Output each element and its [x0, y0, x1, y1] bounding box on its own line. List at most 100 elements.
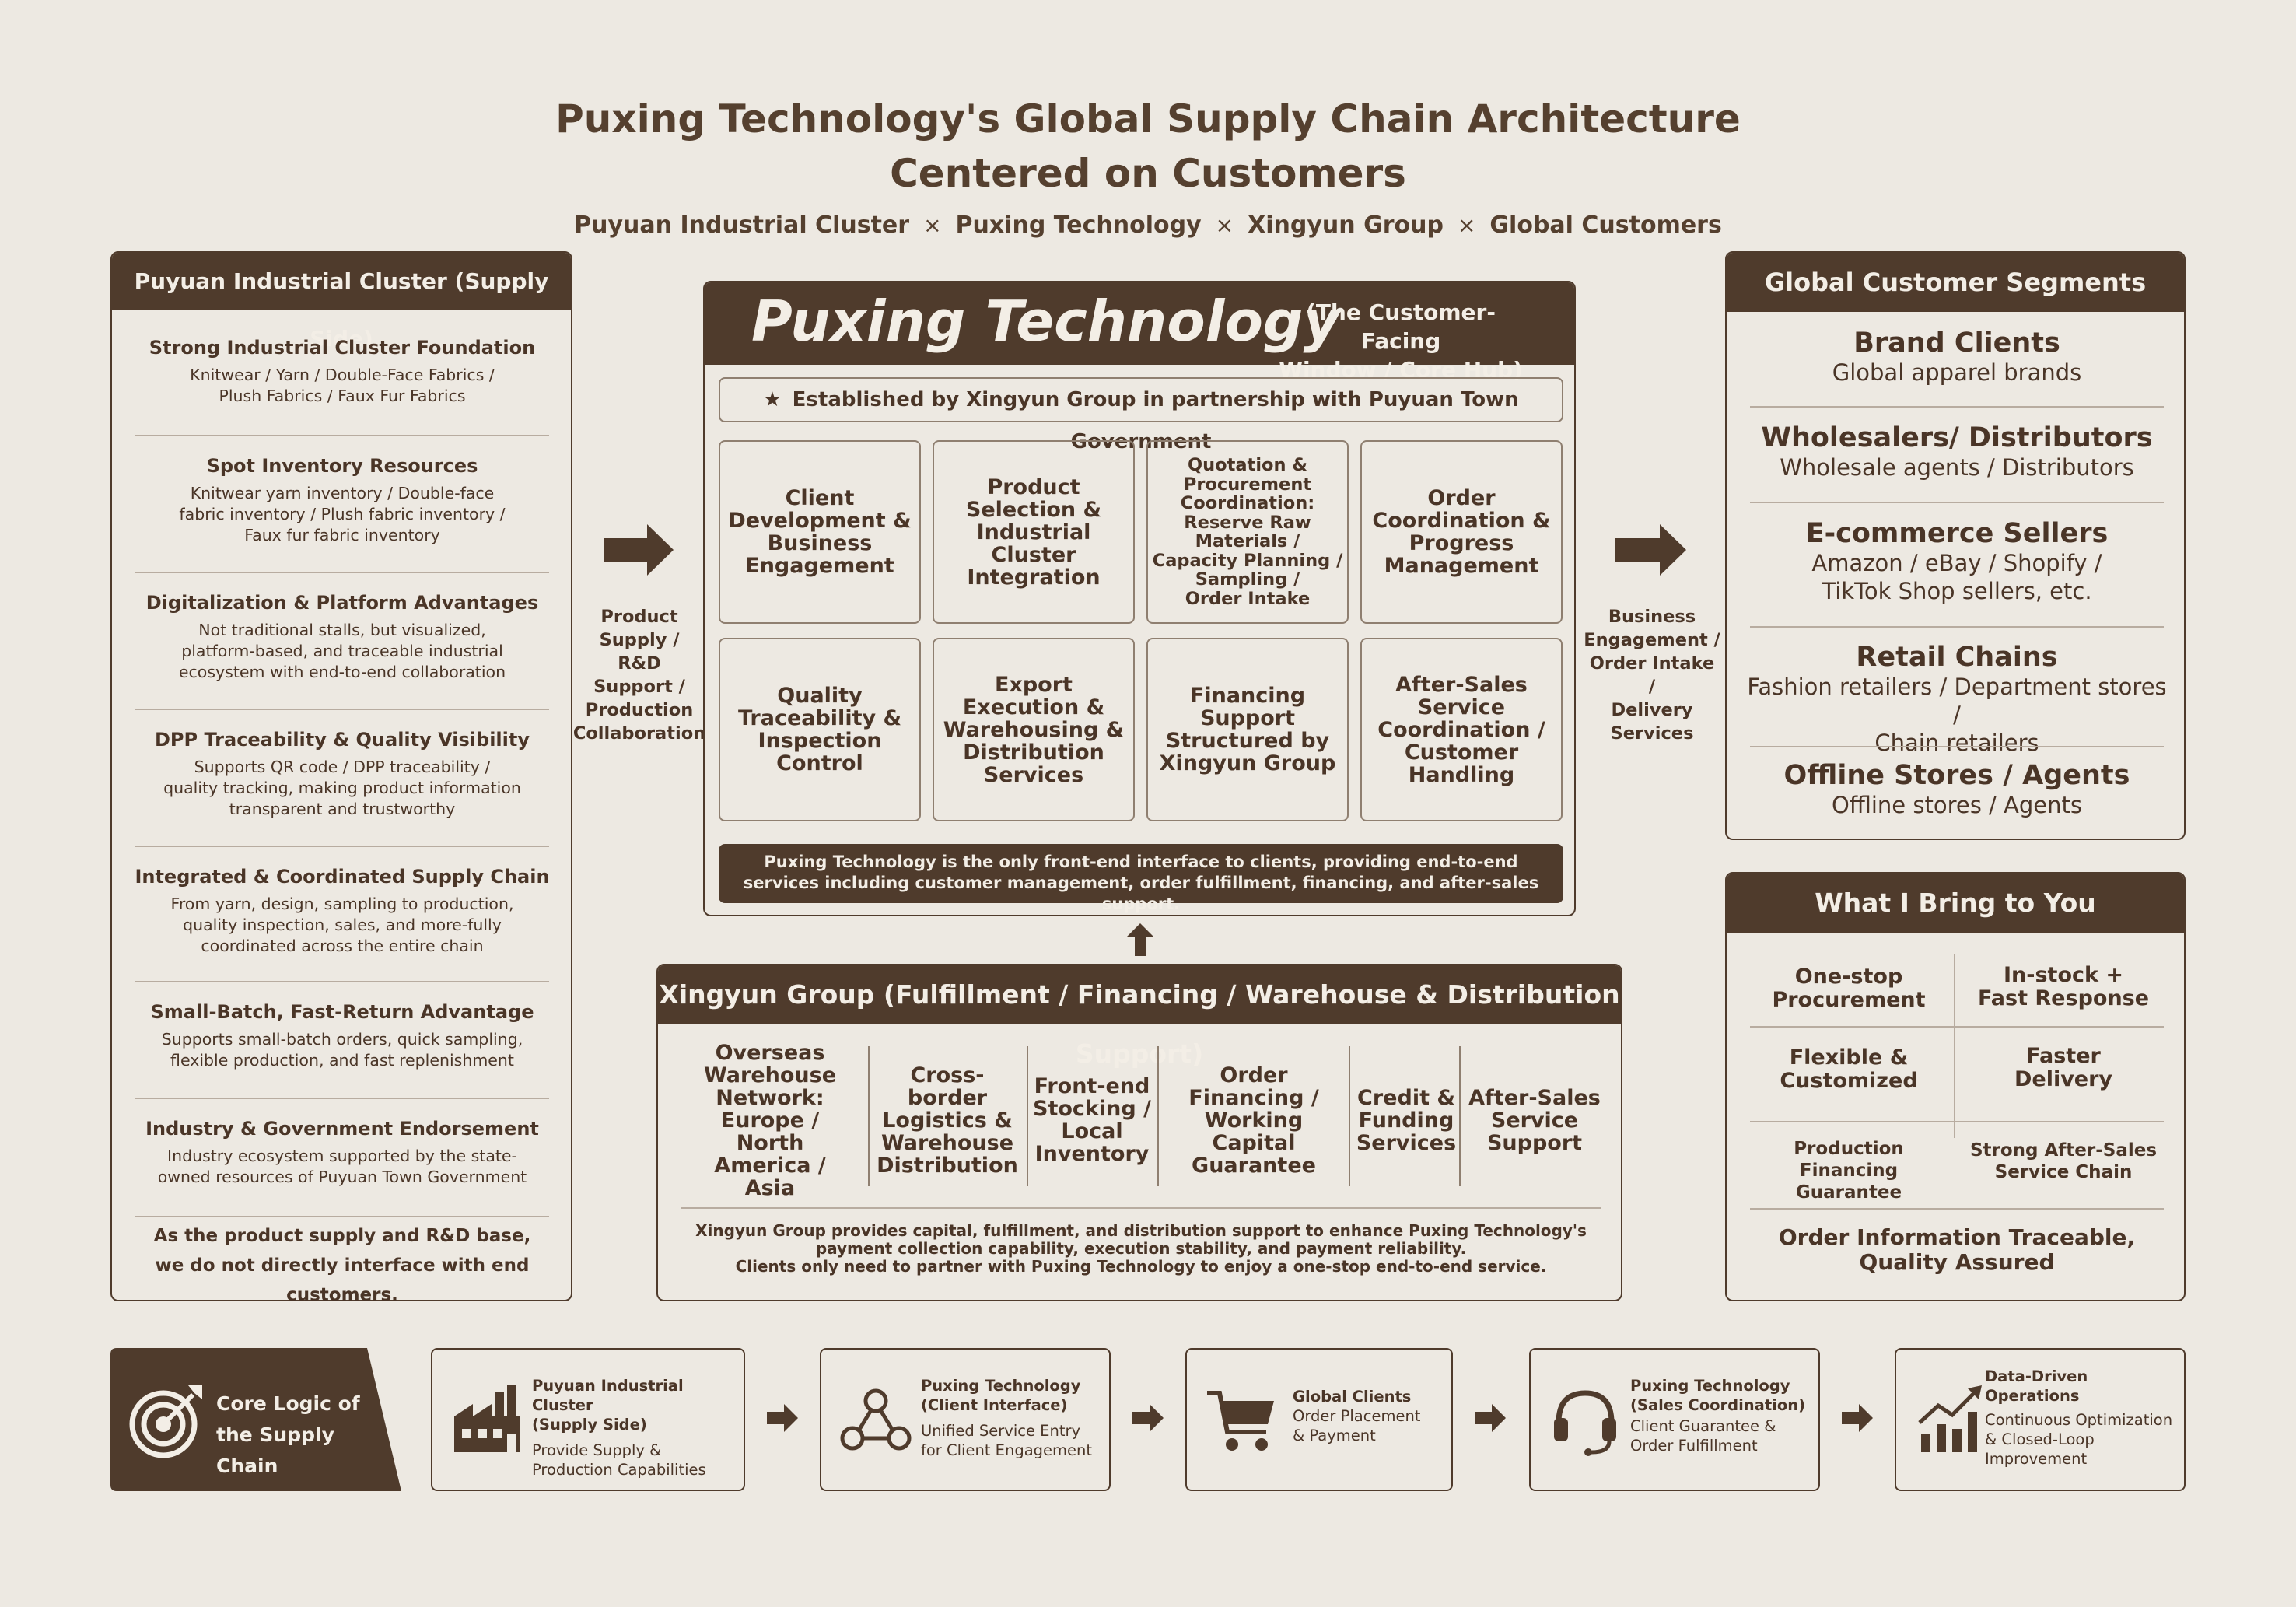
supply-item-desc: ecosystem with end-to-end collaboration [178, 663, 506, 681]
segment-desc: Amazon / eBay / Shopify / [1811, 550, 2102, 576]
supply-item-desc: fabric inventory / Plush fabric inventor… [179, 505, 506, 523]
divider [135, 981, 549, 982]
arrow-label-line: Engagement / [1584, 630, 1720, 650]
supply-item-desc: Supports QR code / DPP traceability / [194, 758, 491, 776]
service-box-line: Services [983, 762, 1084, 787]
divider [1027, 1046, 1028, 1186]
service-box-line: Coordination / [1377, 717, 1545, 742]
up-arrow-icon [1126, 923, 1154, 956]
service-box-line: Execution & [962, 695, 1105, 719]
supply-item-heading: DPP Traceability & Quality Visibility [154, 729, 530, 751]
segment-item: Retail Chains Fashion retailers / Depart… [1742, 642, 2172, 757]
flow-step-text: Data-Driven Operations Continuous Optimi… [1985, 1367, 2172, 1469]
arrow-label-line: Product [600, 607, 678, 627]
right-arrow-icon [1475, 1404, 1506, 1432]
service-box-line: Materials / [1195, 531, 1300, 551]
segment-desc: TikTok Shop sellers, etc. [1822, 578, 2092, 604]
right-arrow-icon [604, 524, 674, 576]
divider [1750, 502, 2164, 503]
cart-icon [1207, 1391, 1274, 1451]
service-box-line: Structured by [1165, 729, 1330, 753]
service-box-line: Quality [777, 684, 863, 708]
service-box-line: After-Sales [1395, 672, 1528, 697]
established-text: Established by Xingyun Group in partners… [792, 388, 1519, 453]
flow-step-text: Puxing Technology (Client Interface) Uni… [921, 1376, 1092, 1460]
xingyun-group-title: Xingyun Group (Fulfillment / Financing /… [658, 965, 1621, 1069]
divider [1459, 1046, 1461, 1186]
arrow-label-line: Delivery [1611, 700, 1693, 720]
support-line: Europe / [720, 1108, 820, 1133]
flow-step-text: Puyuan Industrial Cluster (Supply Side) … [532, 1376, 744, 1479]
supply-item-desc: transparent and trustworthy [229, 800, 456, 818]
supply-item-heading: Integrated & Coordinated Supply Chain [135, 866, 550, 888]
right-arrow-icon [1132, 1404, 1164, 1432]
what-i-bring-footer-line: Quality Assured [1859, 1249, 2055, 1275]
benefit-line: Service Chain [1994, 1162, 2133, 1182]
puxing-technology-panel: Puxing Technology (The Customer-Facing W… [703, 281, 1576, 916]
arrow-label-line: R&D [618, 653, 661, 674]
divider [1349, 1046, 1350, 1186]
arrow-label-line: Supply / [599, 630, 680, 650]
segment-item: Offline Stores / Agents Offline stores /… [1742, 760, 2172, 819]
benefit-line: Flexible & [1789, 1045, 1909, 1070]
target-icon [129, 1385, 202, 1458]
arrow-label-line: Collaboration [572, 723, 706, 744]
divider [681, 1207, 1601, 1209]
supply-item-desc: platform-based, and traceable industrial [181, 642, 503, 660]
segment-item: Brand Clients Global apparel brands [1742, 327, 2172, 387]
segment-desc: Global apparel brands [1832, 359, 2082, 386]
support-line: Financing / [1188, 1085, 1319, 1110]
flow-step-text: Puxing Technology (Sales Coordination) C… [1630, 1376, 1805, 1455]
xingyun-footer-line: Xingyun Group provides capital, fulfillm… [695, 1221, 1587, 1240]
flow-step: Data-Driven Operations Continuous Optimi… [1895, 1348, 2186, 1491]
supply-side-panel: Puyuan Industrial Cluster (Supply Side) … [110, 251, 572, 1305]
supply-item-desc: owned resources of Puyuan Town Governmen… [157, 1168, 527, 1186]
support-line: Asia [744, 1175, 796, 1200]
support-line: Service [1490, 1108, 1579, 1133]
customer-segments-title: Global Customer Segments [1727, 253, 2184, 312]
benefit-line: One-stop [1794, 965, 1903, 989]
flow-step-title: Puxing Technology [921, 1377, 1081, 1395]
divider [1750, 1026, 2164, 1028]
supply-item-heading: Strong Industrial Cluster Foundation [149, 337, 536, 359]
right-arrow-icon [1842, 1404, 1873, 1432]
puxing-footer: Puxing Technology is the only front-end … [719, 844, 1563, 913]
page-subtitle: Puyuan Industrial Cluster×Puxing Technol… [0, 212, 2296, 239]
service-box-line: Integration [967, 565, 1101, 590]
support-line: After-Sales [1468, 1085, 1601, 1110]
core-logic-line: the Supply Chain [216, 1423, 334, 1477]
puxing-role-line: (The Customer-Facing [1306, 299, 1496, 354]
flow-step: Global Clients Order Placement & Payment [1185, 1348, 1453, 1491]
divider [135, 709, 549, 710]
flow-step-desc: Order Placement [1293, 1407, 1421, 1425]
service-box-line: Xingyun Group [1159, 751, 1336, 775]
service-box-line: Export [995, 672, 1073, 697]
supply-item-desc: flexible production, and fast replenishm… [170, 1051, 514, 1070]
flow-step-title: (Supply Side) [532, 1416, 647, 1434]
puxing-name: Puxing Technology [751, 289, 1340, 354]
support-line: Credit & [1357, 1085, 1455, 1110]
right-arrow-icon [767, 1404, 798, 1432]
service-box-line: Sampling / [1195, 569, 1300, 590]
arrow-label-line: Services [1610, 723, 1694, 744]
factory-icon [454, 1385, 520, 1452]
segment-item: E-commerce Sellers Amazon / eBay / Shopi… [1742, 518, 2172, 605]
service-box-line: Warehousing & [943, 717, 1125, 742]
divider [135, 1216, 549, 1217]
headset-icon [1554, 1390, 1616, 1456]
flow-step-desc: Unified Service Entry [921, 1422, 1081, 1440]
what-i-bring-footer: Order Information Traceable, Quality Ass… [1742, 1225, 2172, 1275]
supply-item-desc: quality inspection, sales, and more-full… [183, 916, 502, 934]
supply-item: Spot Inventory Resources Knitwear yarn i… [134, 455, 551, 546]
supply-item-desc: Supports small-batch orders, quick sampl… [161, 1030, 523, 1049]
